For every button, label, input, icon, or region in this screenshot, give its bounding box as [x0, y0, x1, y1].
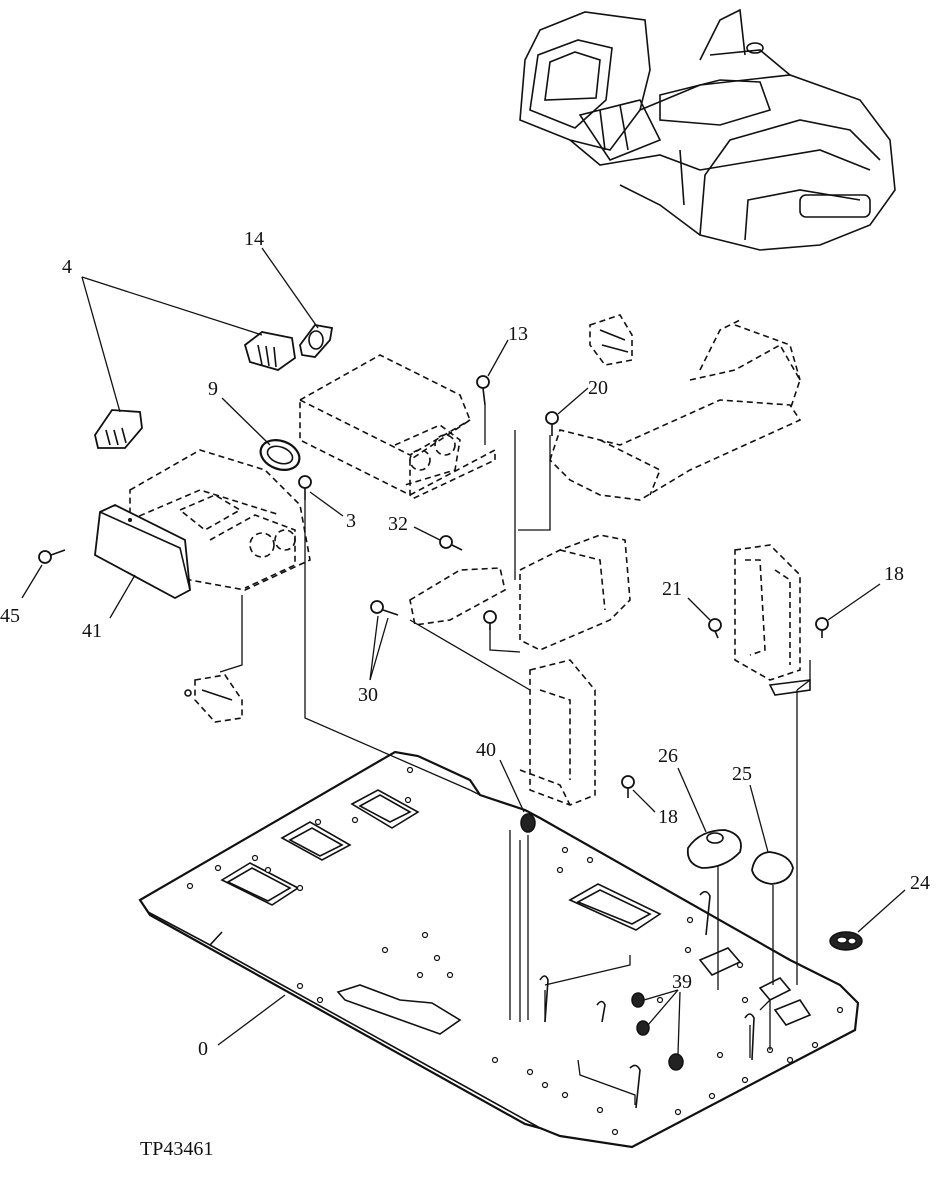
- connector-4-lower: [94, 409, 143, 449]
- nut-39-a: [631, 992, 645, 1008]
- callout-9: 9: [208, 378, 218, 400]
- lower-column-assembly: [519, 659, 596, 806]
- callout-labels: 4 14 9 13 20 3 32 45 41 30 21 18 40 18 2…: [0, 228, 930, 1160]
- callout-4: 4: [62, 256, 72, 278]
- bolt-45: [38, 549, 66, 564]
- callout-18-lower: 18: [658, 806, 678, 828]
- clips: [539, 890, 755, 1109]
- callout-30: 30: [358, 684, 378, 706]
- callout-39: 39: [672, 971, 692, 993]
- callout-20: 20: [588, 377, 608, 399]
- upper-small-bracket: [589, 314, 633, 366]
- right-bracket-assembly: [549, 319, 802, 501]
- callout-26: 26: [658, 745, 678, 767]
- nut-39-c: [668, 1053, 684, 1071]
- callout-41: 41: [82, 620, 102, 642]
- callout-18-right: 18: [884, 563, 904, 585]
- cushion-26: [686, 829, 742, 869]
- callout-21: 21: [662, 578, 682, 600]
- callout-3: 3: [346, 510, 356, 532]
- nut-39-b: [636, 1020, 650, 1036]
- excavator-overview: [519, 8, 896, 251]
- bolt-32: [439, 535, 463, 551]
- right-vertical-bracket: [734, 544, 811, 696]
- grommet-24: [829, 931, 863, 951]
- plate-41: [94, 504, 191, 600]
- figure-id: TP43461: [140, 1138, 213, 1160]
- callout-leaders: [21, 247, 906, 1055]
- bolt-21: [708, 618, 722, 639]
- callout-45: 45: [0, 605, 20, 627]
- callout-40: 40: [476, 739, 496, 761]
- middle-bracket-assembly: [409, 534, 631, 651]
- assembly-lines: [219, 405, 811, 1105]
- bolt-30-left: [370, 600, 399, 616]
- lower-small-bracket: [184, 674, 243, 723]
- cushion-25: [751, 851, 794, 885]
- bolt-20: [545, 411, 559, 436]
- upper-box-assembly: [299, 354, 496, 501]
- connector-4-upper: [243, 331, 296, 371]
- callout-13: 13: [508, 323, 528, 345]
- callout-32: 32: [388, 513, 408, 535]
- bolt-13: [476, 375, 490, 406]
- floor-plate: [138, 750, 860, 1149]
- callout-25: 25: [732, 763, 752, 785]
- bolt-30-right: [483, 610, 497, 630]
- bolt-3: [298, 475, 312, 500]
- callout-0: 0: [198, 1038, 208, 1060]
- callout-24: 24: [910, 872, 930, 894]
- callout-14: 14: [244, 228, 264, 250]
- bolt-18-right: [815, 617, 829, 638]
- ring-9: [259, 439, 301, 471]
- bolt-18-lower: [621, 775, 635, 798]
- lower-box-assembly: [129, 449, 311, 591]
- grommet-14: [299, 324, 334, 358]
- bushing-40: [520, 813, 536, 833]
